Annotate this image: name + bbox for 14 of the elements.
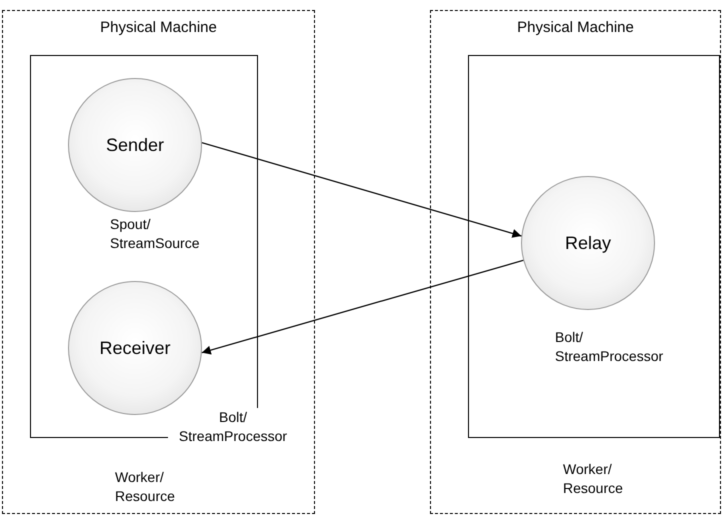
node-label: Sender xyxy=(106,134,164,156)
machine-boundary xyxy=(430,10,721,514)
node-label: Receiver xyxy=(99,336,171,360)
role-caption: Worker/ Resource xyxy=(115,468,176,506)
machine-heading: Physical Machine xyxy=(517,18,634,38)
node-label: Relay xyxy=(564,232,612,255)
role-caption: Worker/ Resource xyxy=(563,460,624,498)
machine-boundary xyxy=(2,10,315,514)
role-caption: Spout/ StreamSource xyxy=(110,215,200,253)
arrow xyxy=(202,260,524,355)
machine-heading: Physical Machine xyxy=(100,18,217,38)
arrow xyxy=(202,142,522,238)
worker-box xyxy=(468,55,720,438)
role-caption: Bolt/ StreamProcessor xyxy=(555,328,664,366)
